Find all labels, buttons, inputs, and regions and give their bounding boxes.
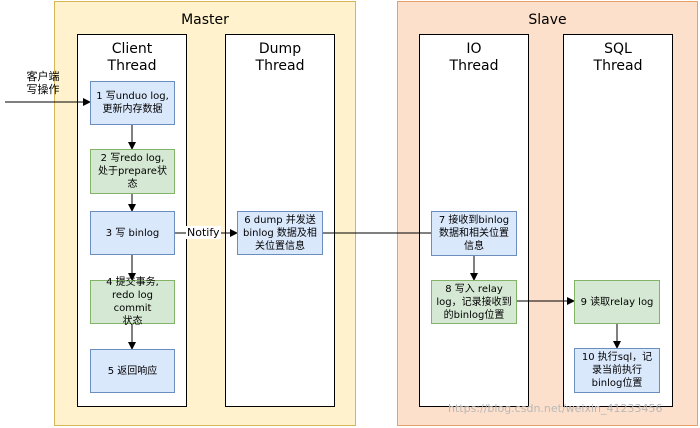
dump-thread-title: Dump Thread bbox=[226, 41, 334, 75]
step-7-line3: 信息 bbox=[464, 241, 484, 252]
watermark: https://blog.csdn.net/weixin_41233456 bbox=[448, 402, 663, 415]
dump-thread-title-line1: Dump bbox=[258, 41, 302, 57]
step-3-write-binlog: 3 写 binlog bbox=[90, 211, 175, 255]
client-write-label: 客户端 写操作 bbox=[22, 70, 64, 96]
notify-label: Notify bbox=[186, 226, 221, 239]
step-8-write-relay-log: 8 写入 relay log，记录接收到 的binlog位置 bbox=[431, 280, 517, 324]
step-4-line3: 状态 bbox=[122, 316, 143, 327]
step-2-line3: 态 bbox=[127, 179, 138, 190]
step-1-write-undo-log: 1 写unduo log, 更新内存数据 bbox=[90, 81, 175, 125]
io-thread-title-line2: Thread bbox=[449, 58, 499, 74]
client-thread-title-line1: Client bbox=[111, 41, 153, 57]
step-9-read-relay-log: 9 读取relay log bbox=[574, 280, 660, 324]
step-7-receive-binlog: 7 接收到binlog 数据和相关位置 信息 bbox=[431, 211, 517, 256]
step-10-line3: binlog位置 bbox=[591, 378, 643, 389]
sql-thread-title-line1: SQL bbox=[604, 41, 632, 57]
step-6-line2: binlog 数据及相 bbox=[243, 227, 317, 239]
step-2-line1: 2 写redo log, bbox=[100, 153, 165, 164]
client-write-label-line2: 写操作 bbox=[26, 83, 60, 96]
step-8-line2: log，记录接收到 bbox=[436, 296, 512, 308]
client-thread-title-line2: Thread bbox=[107, 58, 157, 74]
step-7-line1: 7 接收到binlog bbox=[438, 215, 510, 226]
master-title: Master bbox=[181, 12, 229, 28]
step-6-dump-and-send: 6 dump 并发送 binlog 数据及相 关位置信息 bbox=[237, 211, 323, 255]
step-1-line2: 更新内存数据 bbox=[102, 104, 163, 115]
step-10-line1: 10 执行sql，记 bbox=[581, 352, 653, 363]
step-8-line1: 8 写入 relay bbox=[445, 283, 503, 295]
client-thread-title: Client Thread bbox=[78, 41, 186, 75]
step-4-line2: redo log commit bbox=[112, 290, 153, 314]
step-6-line3: 关位置信息 bbox=[254, 240, 305, 252]
step-9-line1: 9 读取relay log bbox=[580, 296, 654, 308]
sql-thread-title: SQL Thread bbox=[564, 41, 672, 75]
io-thread-title-line1: IO bbox=[466, 41, 482, 57]
io-thread-title: IO Thread bbox=[420, 41, 528, 75]
step-7-line2: 数据和相关位置 bbox=[439, 228, 509, 239]
step-2-write-redo-log: 2 写redo log, 处于prepare状 态 bbox=[90, 149, 175, 194]
step-6-line1: 6 dump 并发送 bbox=[244, 214, 316, 226]
sql-thread-title-line2: Thread bbox=[593, 58, 643, 74]
slave-title: Slave bbox=[528, 12, 567, 28]
step-10-line2: 录当前执行 bbox=[592, 365, 642, 376]
dump-thread-title-line2: Thread bbox=[255, 58, 305, 74]
step-5-return-response: 5 返回响应 bbox=[90, 349, 175, 393]
step-1-line1: 1 写unduo log, bbox=[96, 91, 169, 102]
step-10-execute-sql: 10 执行sql，记 录当前执行 binlog位置 bbox=[574, 348, 660, 393]
step-4-line1: 4 提交事务, bbox=[106, 277, 159, 288]
client-write-label-line1: 客户端 bbox=[26, 70, 60, 83]
step-2-line2: 处于prepare状 bbox=[98, 166, 167, 177]
step-4-commit-transaction: 4 提交事务, redo log commit 状态 bbox=[90, 277, 175, 327]
step-8-line3: 的binlog位置 bbox=[443, 309, 505, 321]
step-5-line1: 5 返回响应 bbox=[107, 365, 158, 377]
step-3-line1: 3 写 binlog bbox=[105, 227, 160, 239]
